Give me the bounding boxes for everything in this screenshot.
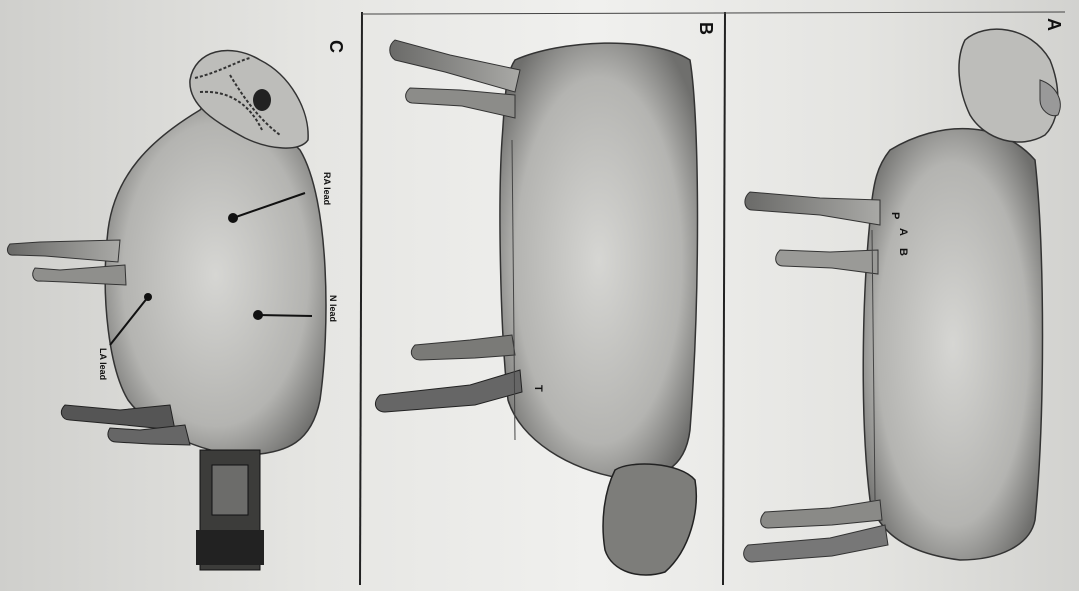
cow-body-b <box>500 43 698 478</box>
cow-leg-4-a <box>744 525 888 562</box>
recording-device-base <box>196 530 264 565</box>
panel-top-rule <box>362 12 1065 14</box>
cow-leg-4-b <box>375 370 522 412</box>
cow-leg-hind-2-c <box>108 425 190 445</box>
cow-body-c <box>105 95 326 455</box>
panel-letter-c: C <box>326 40 346 53</box>
cow-body-a <box>863 129 1042 560</box>
b-point-label: B <box>897 248 909 256</box>
t-point-label: T <box>532 385 544 392</box>
cow-leg-2-a <box>776 250 878 274</box>
p-point-label: P <box>889 212 901 219</box>
panel-c: C RA lead N lead LA lead <box>7 40 346 570</box>
panel-divider-right <box>723 12 725 585</box>
cow-leg-front-1-c <box>7 240 120 262</box>
cow-leg-1-b <box>390 40 520 92</box>
ra-lead-label: RA lead <box>322 172 332 205</box>
cow-leg-hind-1-c <box>61 405 175 430</box>
recording-device-grid <box>212 465 248 515</box>
cow-eye-c <box>253 89 271 111</box>
panel-letter-a: A <box>1044 18 1064 31</box>
cow-head-b <box>603 464 696 575</box>
cow-leg-3-a <box>761 500 882 528</box>
a-point-label: A <box>897 228 909 236</box>
cow-leg-3-b <box>411 335 515 360</box>
panel-divider-left <box>360 12 362 585</box>
panel-a: P A B A <box>744 18 1064 562</box>
cow-leg-1-a <box>745 192 880 225</box>
panel-letter-b: B <box>696 22 716 35</box>
n-lead-label: N lead <box>328 295 338 322</box>
n-lead-line <box>258 315 312 316</box>
la-lead-label: LA lead <box>98 348 108 380</box>
cow-leg-front-2-c <box>33 265 126 285</box>
cow-leg-2-b <box>406 88 515 118</box>
panel-b: T B <box>375 22 716 575</box>
